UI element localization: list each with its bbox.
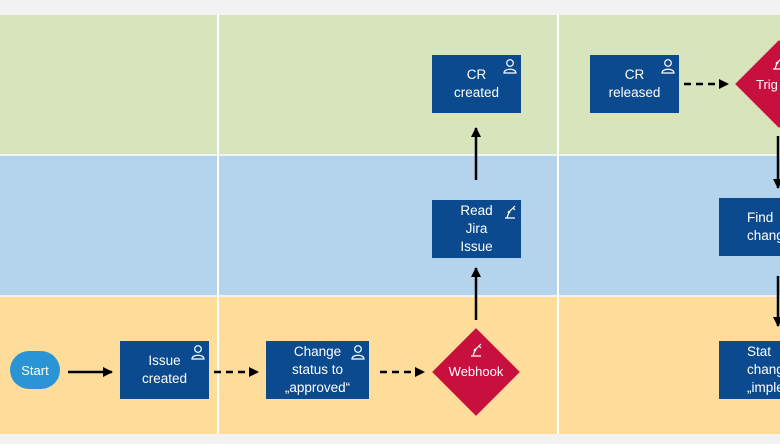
user-icon: [661, 59, 675, 74]
robot-arm-icon: [505, 205, 516, 219]
task-find-change[interactable]: Find change: [719, 198, 780, 256]
column-divider-2: [557, 15, 559, 434]
task-change-status[interactable]: Change status to „approved“: [266, 341, 369, 399]
task-cr-created[interactable]: CR created: [432, 55, 521, 113]
task-find-change-label: Find change: [747, 210, 780, 243]
gateway-webhook-label: Webhook: [448, 364, 504, 379]
start-label: Start: [21, 362, 49, 378]
task-cr-released-label: CR released: [608, 67, 661, 100]
task-issue-created[interactable]: Issue created: [120, 341, 209, 399]
task-read-jira-issue-label: Read Jira Issue: [460, 203, 493, 254]
task-change-status-label: Change status to „approved“: [284, 344, 351, 395]
task-issue-created-label: Issue created: [141, 353, 188, 386]
start-event[interactable]: Start: [10, 351, 60, 389]
gateway-trigger-label: Trig: [756, 77, 778, 92]
swimlane-middle: [0, 156, 780, 295]
robot-arm-icon: [773, 59, 780, 70]
column-divider-1: [217, 15, 219, 434]
task-status-implemented-label: Stat chang „implen: [747, 344, 780, 395]
user-icon: [351, 345, 365, 360]
user-icon: [191, 345, 205, 360]
robot-arm-icon: [471, 343, 482, 357]
task-read-jira-issue[interactable]: Read Jira Issue: [432, 200, 521, 258]
user-icon: [503, 59, 517, 74]
task-cr-released[interactable]: CR released: [590, 55, 679, 113]
task-cr-created-label: CR created: [453, 67, 500, 100]
task-status-implemented[interactable]: Stat chang „implen: [719, 341, 780, 399]
